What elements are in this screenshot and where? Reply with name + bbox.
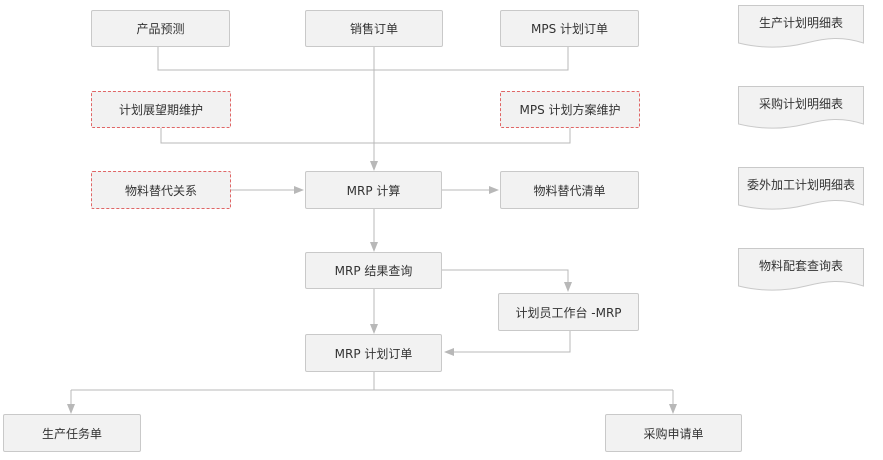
connector-maint-to-bus [160,128,571,144]
connector-forecast-to-bus [157,47,569,71]
node-label: 物料替代清单 [533,183,606,198]
connector-plan-order-split [71,372,673,391]
node-label: 销售订单 [349,22,398,36]
node-label: MRP 计划订单 [334,346,413,361]
document-label: 物料配套查询表 [758,258,843,273]
document-shape [738,86,864,129]
node-product-forecast[interactable]: 产品预测 [91,10,230,47]
node-sales-order[interactable]: 销售订单 [305,10,443,47]
node-mps-plan-order[interactable]: MPS 计划订单 [500,10,639,47]
node-mrp-calc[interactable]: MRP 计算 [305,171,442,209]
node-label: 采购申请单 [643,426,704,441]
node-label: MRP 计算 [346,183,401,198]
connector-result-to-workbench [442,269,572,292]
document-shape [738,167,864,210]
node-mps-scheme-maint[interactable]: MPS 计划方案维护 [500,91,640,128]
node-label: MRP 结果查询 [334,264,413,278]
document-label: 委外加工计划明细表 [746,177,855,192]
report-production-plan-detail[interactable]: 生产计划明细表 [738,5,864,51]
document-label: 生产计划明细表 [758,15,843,30]
node-plan-horizon-maint[interactable]: 计划展望期维护 [91,91,231,128]
node-mrp-result-query[interactable]: MRP 结果查询 [305,252,442,289]
node-purchase-request[interactable]: 采购申请单 [605,414,742,452]
node-label: 产品预测 [136,22,185,36]
node-label: 物料替代关系 [124,183,197,198]
node-label: MPS 计划方案维护 [519,103,621,117]
report-purchase-plan-detail[interactable]: 采购计划明细表 [738,86,864,132]
report-material-kit-query[interactable]: 物料配套查询表 [738,248,864,294]
node-material-substitute[interactable]: 物料替代关系 [91,171,231,209]
document-label: 采购计划明细表 [758,96,843,111]
document-shape [738,248,864,291]
node-substitute-list[interactable]: 物料替代清单 [500,171,639,209]
node-mrp-plan-order[interactable]: MRP 计划订单 [305,334,442,372]
report-outsource-plan-detail[interactable]: 委外加工计划明细表 [738,167,864,213]
node-label: MPS 计划订单 [530,22,609,36]
connector-workbench-to-plan-order [444,331,571,356]
node-label: 计划展望期维护 [118,103,203,117]
node-production-task[interactable]: 生产任务单 [3,414,141,452]
document-shape [738,5,864,48]
node-label: 生产任务单 [41,426,102,441]
node-label: 计划员工作台 -MRP [515,305,622,320]
node-planner-workbench[interactable]: 计划员工作台 -MRP [498,293,639,331]
